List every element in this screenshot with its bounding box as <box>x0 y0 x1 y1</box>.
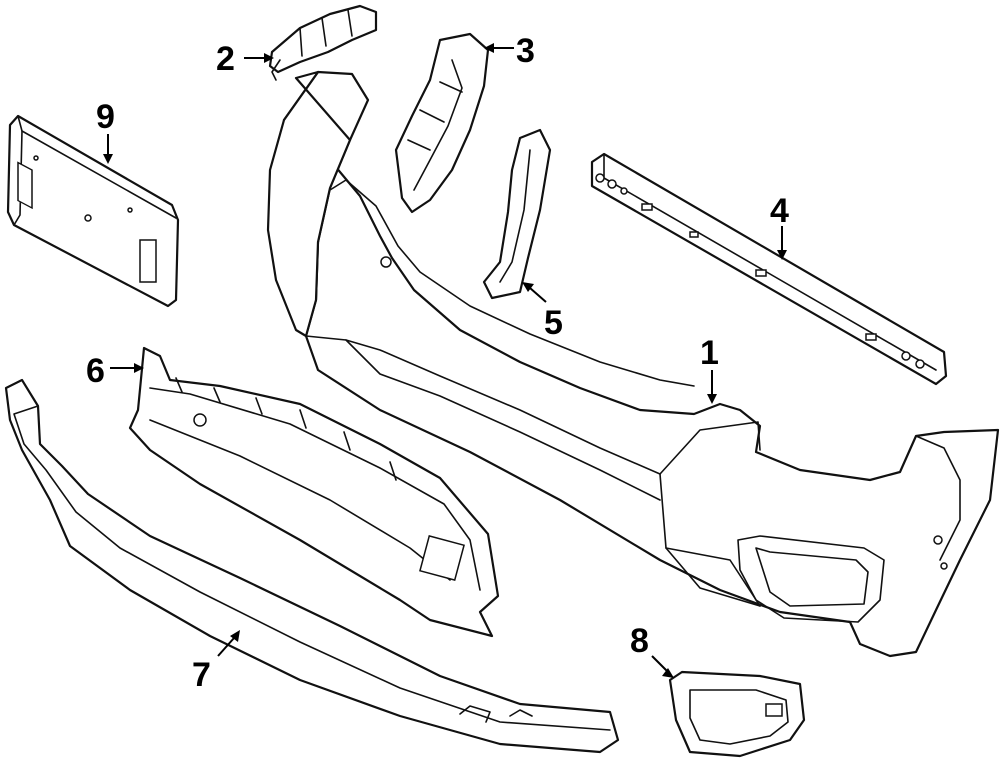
fog-lamp-bezel <box>668 670 806 758</box>
license-plate-bracket <box>6 114 180 308</box>
callout-3: 3 <box>516 32 535 70</box>
upper-bracket <box>268 4 378 81</box>
callout-1: 1 <box>700 334 719 372</box>
callout-4: 4 <box>770 192 789 230</box>
side-bracket <box>394 32 490 214</box>
callout-7: 7 <box>192 656 211 694</box>
callout-9: 9 <box>96 98 115 136</box>
callout-5: 5 <box>544 304 563 342</box>
reinforcement-bar <box>590 152 948 386</box>
lower-grille <box>128 346 500 638</box>
callout-2: 2 <box>216 40 235 78</box>
callout-8: 8 <box>630 622 649 660</box>
callout-labels: 1 2 3 4 5 6 7 8 9 <box>86 32 789 694</box>
bumper-cover <box>266 70 1000 658</box>
small-bracket <box>482 128 552 300</box>
leader-lines <box>103 43 787 678</box>
lower-valance <box>4 378 620 754</box>
callout-6: 6 <box>86 352 105 390</box>
